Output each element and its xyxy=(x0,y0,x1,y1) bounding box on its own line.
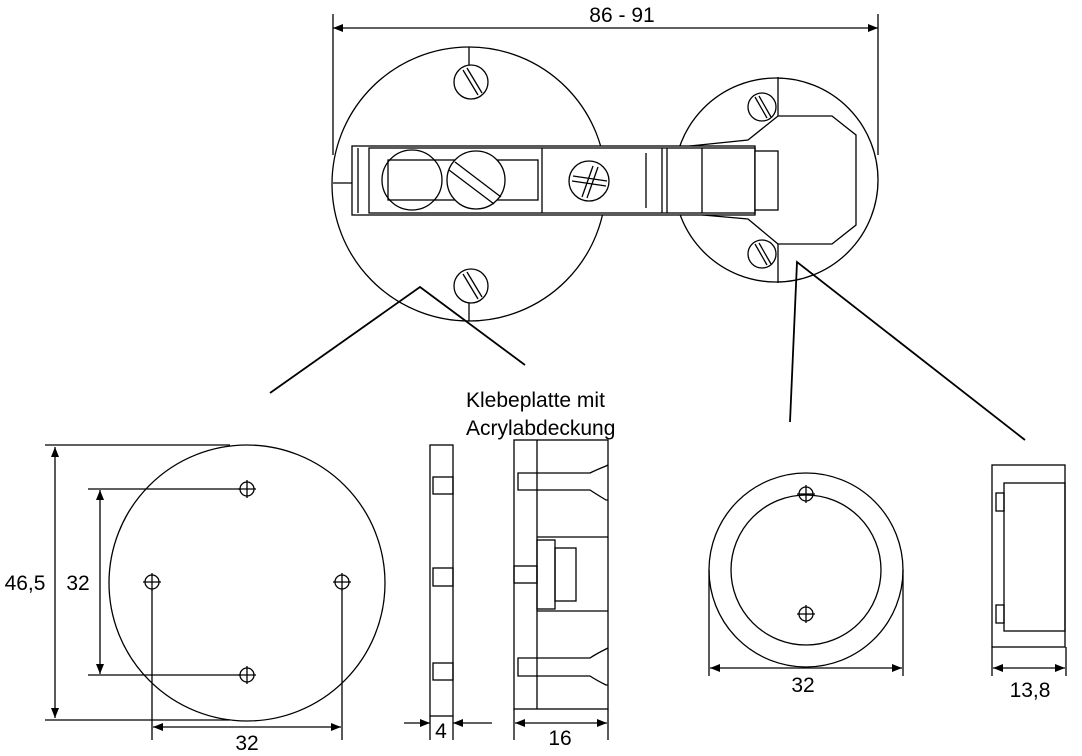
mounting-plate-front-view: 46,5 32 32 xyxy=(5,444,386,755)
screw-icon xyxy=(747,92,777,122)
hinge-cup-outline xyxy=(777,77,857,283)
callout-label-line2: Acrylabdeckung xyxy=(466,417,615,440)
screw-icon xyxy=(568,160,610,202)
cup-diameter-label: 32 xyxy=(791,674,814,697)
screw-icon xyxy=(453,268,489,304)
plate-diameter-label: 46,5 xyxy=(5,572,46,595)
hinge-side-view: 16 xyxy=(513,439,609,750)
plate-thickness-label: 4 xyxy=(435,720,447,743)
screw-icon xyxy=(453,64,489,100)
leader-line xyxy=(269,285,526,394)
overall-width-label: 86 - 91 xyxy=(589,4,654,27)
plate-hole-horizontal-label: 32 xyxy=(235,732,258,755)
cup-side-view: 13,8 xyxy=(991,464,1067,702)
top-view-hinge: 86 - 91 xyxy=(269,4,1026,441)
adjustment-screw-icon xyxy=(446,150,506,210)
cup-front-view: 32 xyxy=(708,472,904,697)
hinge-depth-label: 16 xyxy=(548,727,571,750)
plate-hole-vertical-label: 32 xyxy=(66,572,89,595)
screw-icon xyxy=(747,239,777,269)
leader-line xyxy=(789,260,1026,441)
hinge-arm xyxy=(351,145,756,216)
mounting-plate-side-view: 4 xyxy=(404,444,492,743)
cup-depth-label: 13,8 xyxy=(1010,679,1051,702)
callout-label-line1: Klebeplatte mit xyxy=(466,389,605,412)
